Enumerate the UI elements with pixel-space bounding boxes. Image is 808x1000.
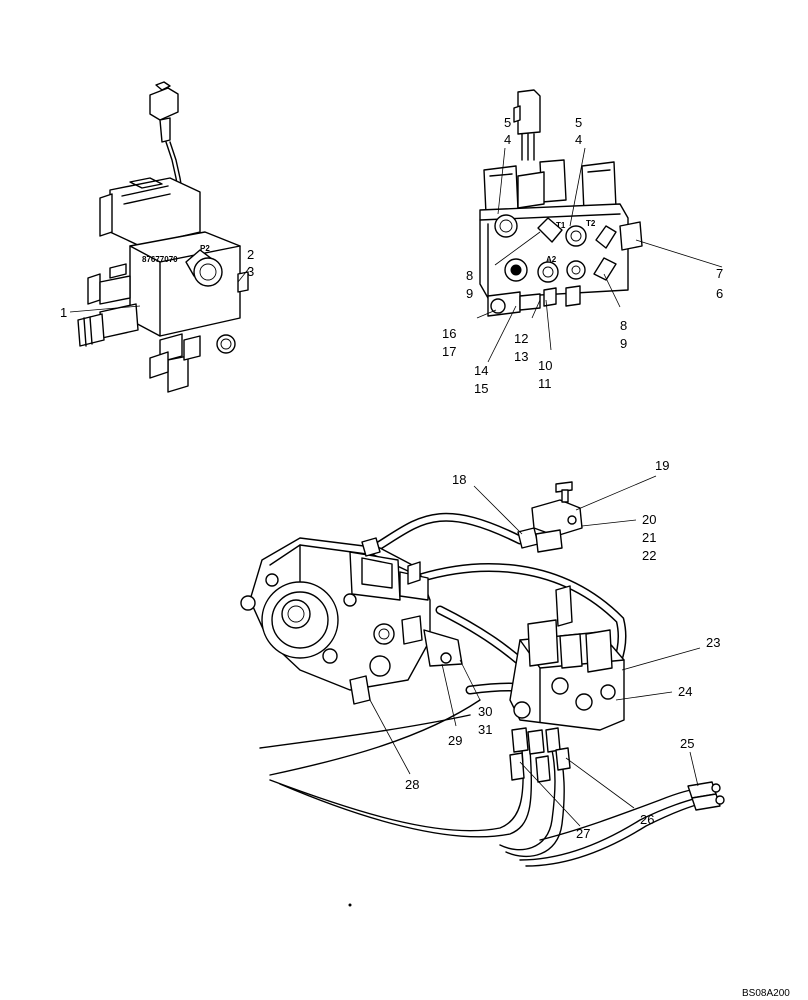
callout-21: 21 <box>642 530 656 545</box>
leader-1 <box>69 305 141 313</box>
leader-27 <box>519 761 581 827</box>
port-p2-marking: P2 <box>200 244 210 253</box>
callout-20: 20 <box>642 512 656 527</box>
callout-7: 7 <box>716 266 723 281</box>
callout-15: 15 <box>474 381 488 396</box>
left-valve-block-assembly: 87677070 P2 <box>77 81 249 393</box>
callout-17: 17 <box>442 344 456 359</box>
leader-25 <box>689 751 699 787</box>
callout-24: 24 <box>678 684 692 699</box>
callout-5-right: 5 <box>575 115 582 130</box>
callout-3: 3 <box>247 264 254 279</box>
leader-20 <box>581 519 637 527</box>
port-t1-marking: T1 <box>556 221 566 230</box>
quick-couplers <box>687 781 725 811</box>
speck <box>348 903 352 907</box>
callout-6: 6 <box>716 286 723 301</box>
hydraulic-pump <box>240 537 463 705</box>
callout-9-left: 9 <box>466 286 473 301</box>
figure-reference: BS08A200 <box>742 988 790 999</box>
callout-30: 30 <box>478 704 492 719</box>
leader-4-left <box>497 147 506 215</box>
callout-26: 26 <box>640 812 654 827</box>
callout-1: 1 <box>60 305 67 320</box>
callout-27: 27 <box>576 826 590 841</box>
callout-8-left: 8 <box>466 268 473 283</box>
callout-8-right: 8 <box>620 318 627 333</box>
callout-2: 2 <box>247 247 254 262</box>
lower-control-valve <box>509 585 625 783</box>
leader-29 <box>441 663 457 727</box>
callout-11: 11 <box>538 376 552 391</box>
leader-7 <box>635 239 723 268</box>
callout-22: 22 <box>642 548 656 563</box>
callout-13: 13 <box>514 349 528 364</box>
leader-18 <box>473 485 523 535</box>
leader-12 <box>531 299 541 319</box>
callout-18: 18 <box>452 472 466 487</box>
leader-14 <box>487 305 517 363</box>
leader-24 <box>615 691 673 701</box>
part-number-marking: 87677070 <box>142 255 178 264</box>
callout-29: 29 <box>448 733 462 748</box>
leader-2 <box>237 266 251 283</box>
leader-28 <box>369 699 411 775</box>
callout-5-left: 5 <box>504 115 511 130</box>
port-a2-marking: A2 <box>546 255 557 264</box>
callout-14: 14 <box>474 363 488 378</box>
leader-19 <box>575 475 657 511</box>
hose-routing <box>259 512 707 867</box>
solenoid-valve-bank: T1 T2 A2 <box>479 89 643 317</box>
callout-31: 31 <box>478 722 492 737</box>
leader-16 <box>476 309 497 319</box>
callout-28: 28 <box>405 777 419 792</box>
callout-9-right: 9 <box>620 336 627 351</box>
leader-10 <box>545 299 552 351</box>
port-t2-marking: T2 <box>586 219 596 228</box>
callout-19: 19 <box>655 458 669 473</box>
leader-8-bottom <box>603 273 621 308</box>
hand-valve <box>517 481 583 553</box>
callout-12: 12 <box>514 331 528 346</box>
leader-23 <box>621 647 701 671</box>
leader-4-right <box>569 147 586 227</box>
leader-30 <box>459 659 481 701</box>
callout-10: 10 <box>538 358 552 373</box>
callout-16: 16 <box>442 326 456 341</box>
leader-26 <box>565 757 635 809</box>
callout-4-right: 4 <box>575 132 582 147</box>
callout-25: 25 <box>680 736 694 751</box>
callout-4-left: 4 <box>504 132 511 147</box>
leader-8-top <box>494 231 541 266</box>
callout-23: 23 <box>706 635 720 650</box>
